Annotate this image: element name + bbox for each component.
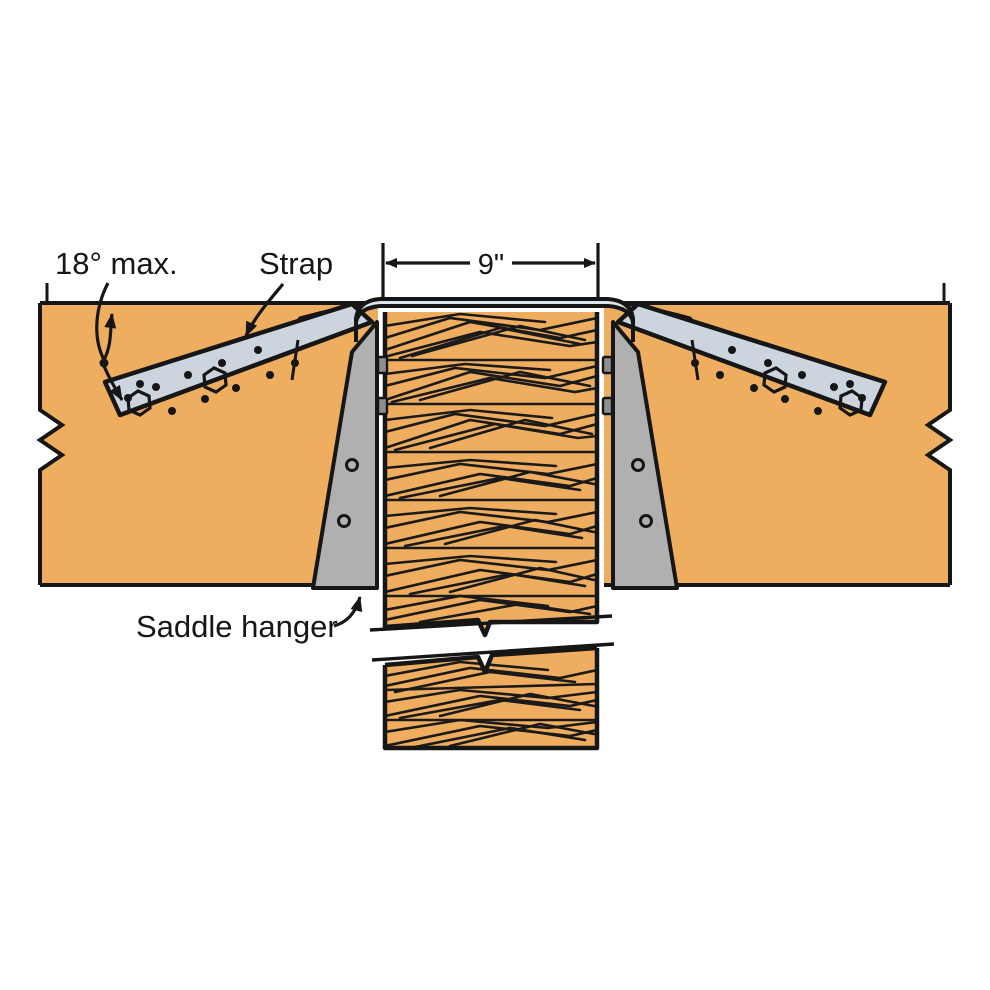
saddle-hanger-leader-arrow	[333, 596, 363, 628]
saddle-top-flange	[354, 297, 635, 342]
angle-arrow-up	[102, 313, 117, 361]
callout-saddle-hanger: Saddle hanger	[136, 596, 363, 644]
hanger-right-plate	[611, 320, 679, 590]
angle-leader-line	[95, 282, 110, 361]
angle-label: 18° max.	[55, 246, 178, 281]
carried-beam-lower	[382, 645, 600, 751]
break-symbol-beam-lower	[384, 645, 598, 675]
hanger-left-plate	[311, 320, 379, 590]
hanger-fastener-hole	[631, 458, 645, 472]
break-line-lower	[371, 642, 615, 662]
strap-bolt-holes	[126, 366, 228, 417]
hanger-fastener-hole	[345, 458, 359, 472]
dimension-beam-width: 9"	[381, 243, 600, 300]
break-line-upper	[369, 614, 613, 632]
saddle-hanger-label: Saddle hanger	[136, 609, 338, 644]
break-symbol-beam-upper	[382, 312, 600, 638]
strap-nail-holes	[124, 346, 299, 415]
strap-label: Strap	[259, 246, 333, 281]
angle-arrow-down	[102, 365, 124, 401]
hanger-fastener-hole	[639, 514, 653, 528]
angle-vertex-dot	[99, 358, 109, 368]
strap-nail-holes	[691, 346, 866, 415]
strap-bolt-holes	[762, 366, 864, 417]
break-symbol-left	[36, 303, 66, 585]
dimension-label: 9"	[478, 249, 504, 281]
carried-beam-upper	[382, 312, 600, 638]
right-strap	[608, 301, 888, 418]
left-strap	[102, 301, 382, 418]
strap-leader-arrow	[244, 282, 285, 337]
hanger-seat-tabs	[376, 355, 614, 416]
callout-strap: Strap	[244, 246, 333, 337]
break-symbol-right	[924, 303, 954, 585]
callout-angle: 18° max.	[55, 246, 178, 401]
hanger-fastener-hole	[337, 514, 351, 528]
